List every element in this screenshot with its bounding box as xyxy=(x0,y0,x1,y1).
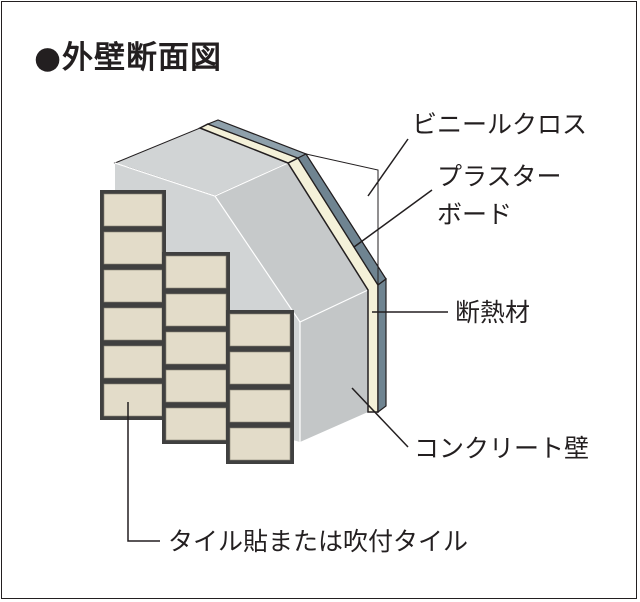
tile xyxy=(103,345,163,379)
tile xyxy=(103,193,163,227)
tile-column-grout xyxy=(100,190,166,420)
label-concrete-wall: コンクリート壁 xyxy=(414,434,590,463)
concrete-chamfer-edge xyxy=(214,162,289,197)
vinyl-cloth-side xyxy=(377,277,387,414)
tile xyxy=(103,383,163,417)
concrete-edge-lines xyxy=(114,162,369,323)
label-plaster-board-line2: ボード xyxy=(437,200,513,229)
leader-tile xyxy=(127,402,160,542)
tile xyxy=(165,369,227,403)
concrete-chamfer-face xyxy=(215,163,368,322)
tile-grid xyxy=(100,190,294,464)
label-insulation: 断熱材 xyxy=(455,298,531,327)
concrete-side-face xyxy=(300,290,368,442)
label-vinyl-cloth: ビニールクロス xyxy=(412,110,588,139)
leader-concrete-wall xyxy=(351,387,409,448)
tile xyxy=(229,313,291,347)
label-plaster-board-line1: プラスター xyxy=(437,162,562,191)
tile xyxy=(103,231,163,265)
leader-plaster-board xyxy=(353,189,433,248)
tile xyxy=(103,307,163,341)
tile xyxy=(165,331,227,365)
tile xyxy=(229,427,291,461)
label-tile: タイル貼または吹付タイル xyxy=(168,527,469,556)
wall-back-outline xyxy=(304,153,387,286)
leader-lines xyxy=(127,138,448,542)
tile xyxy=(229,351,291,385)
tile xyxy=(229,389,291,423)
tile xyxy=(165,407,227,441)
tile xyxy=(165,293,227,327)
tile xyxy=(103,269,163,303)
tile xyxy=(165,255,227,289)
diagram-title: ●外壁断面図 xyxy=(34,40,223,76)
leader-vinyl-cloth xyxy=(367,138,409,197)
